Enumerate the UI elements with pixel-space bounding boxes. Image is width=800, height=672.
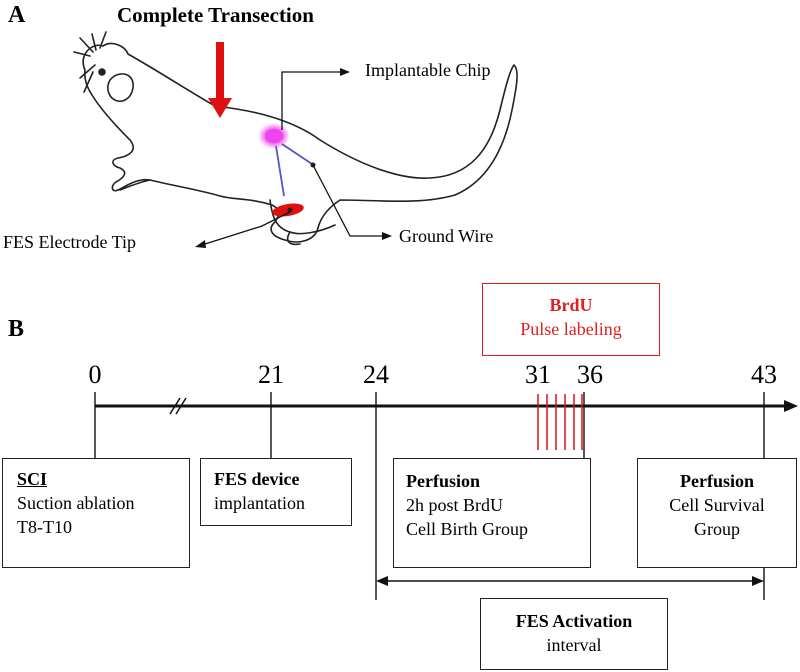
perfusion-cell-survival-box: Perfusion Cell Survival Group <box>637 458 797 568</box>
panel-a-title: Complete Transection <box>117 3 314 27</box>
perfusion2-line1: Cell Survival <box>669 495 765 515</box>
fes-activation-line1: interval <box>546 635 602 655</box>
ground-wire-label: Ground Wire <box>399 226 494 246</box>
tick-label-21: 21 <box>258 360 284 389</box>
perfusion1-line2: Cell Birth Group <box>406 519 528 539</box>
electrode-tip-label: FES Electrode Tip <box>3 232 137 252</box>
sci-box: SCI Suction ablation T8-T10 <box>2 458 190 568</box>
fes-device-box: FES device implantation <box>200 458 352 526</box>
tick-label-31: 31 <box>525 360 551 389</box>
fes-activation-title: FES Activation <box>515 611 633 631</box>
perfusion-cell-birth-box: Perfusion 2h post BrdU Cell Birth Group <box>393 458 591 568</box>
perfusion1-title: Perfusion <box>406 471 480 491</box>
tick-label-36: 36 <box>577 360 603 389</box>
fes-device-title: FES device <box>214 469 300 489</box>
tick-label-24: 24 <box>363 360 389 389</box>
fes-activation-box: FES Activation interval <box>480 598 668 670</box>
stimulation-wires <box>275 143 313 197</box>
tick-label-43: 43 <box>751 360 777 389</box>
brdu-pulse-lines <box>537 394 583 450</box>
sci-line2: T8-T10 <box>17 517 72 537</box>
panel-b-letter: B <box>8 316 25 342</box>
perfusion2-title: Perfusion <box>680 471 754 491</box>
timeline-arrowhead <box>784 400 798 412</box>
perfusion1-line1: 2h post BrdU <box>406 495 504 515</box>
panel-a-letter: A <box>8 2 26 28</box>
brdu-title: BrdU <box>549 295 593 315</box>
fes-device-line1: implantation <box>214 493 305 513</box>
implantable-chip-core <box>265 129 283 143</box>
implantable-chip-label: Implantable Chip <box>365 60 491 80</box>
electrode-callout <box>204 211 291 245</box>
perfusion2-line2: Group <box>694 519 740 539</box>
brdu-box: BrdU Pulse labeling <box>482 283 660 356</box>
brdu-subtitle: Pulse labeling <box>520 319 622 339</box>
sci-line1: Suction ablation <box>17 493 135 513</box>
sci-title: SCI <box>17 469 48 489</box>
transection-arrow <box>208 42 232 118</box>
tick-label-0: 0 <box>88 360 102 389</box>
ground-callout <box>312 164 382 237</box>
chip-callout <box>281 71 340 130</box>
